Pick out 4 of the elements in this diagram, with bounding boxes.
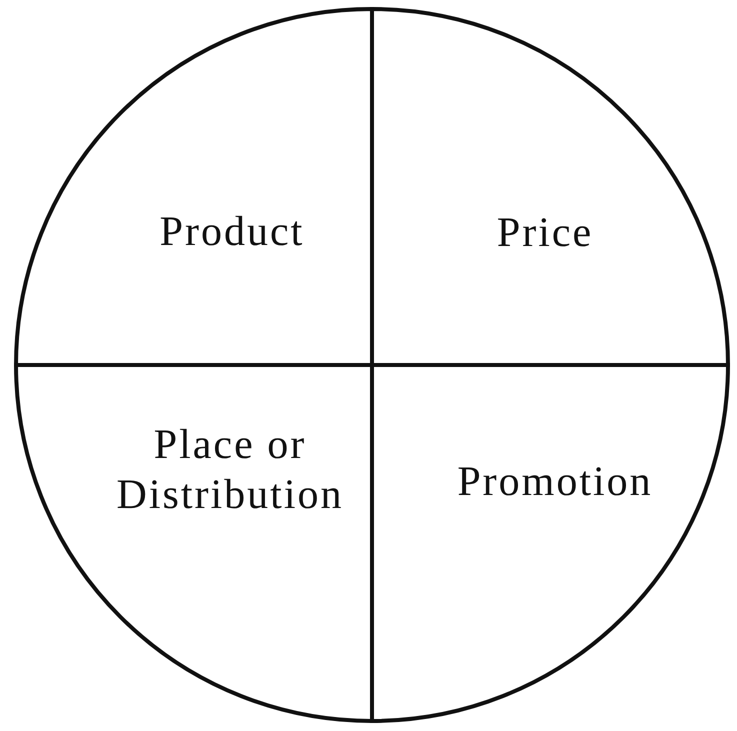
segment-label: Price <box>496 209 594 258</box>
segment-label: Product <box>158 208 306 257</box>
segment-label: Place or Distribution <box>115 420 344 520</box>
segment-label: Promotion <box>456 458 654 507</box>
